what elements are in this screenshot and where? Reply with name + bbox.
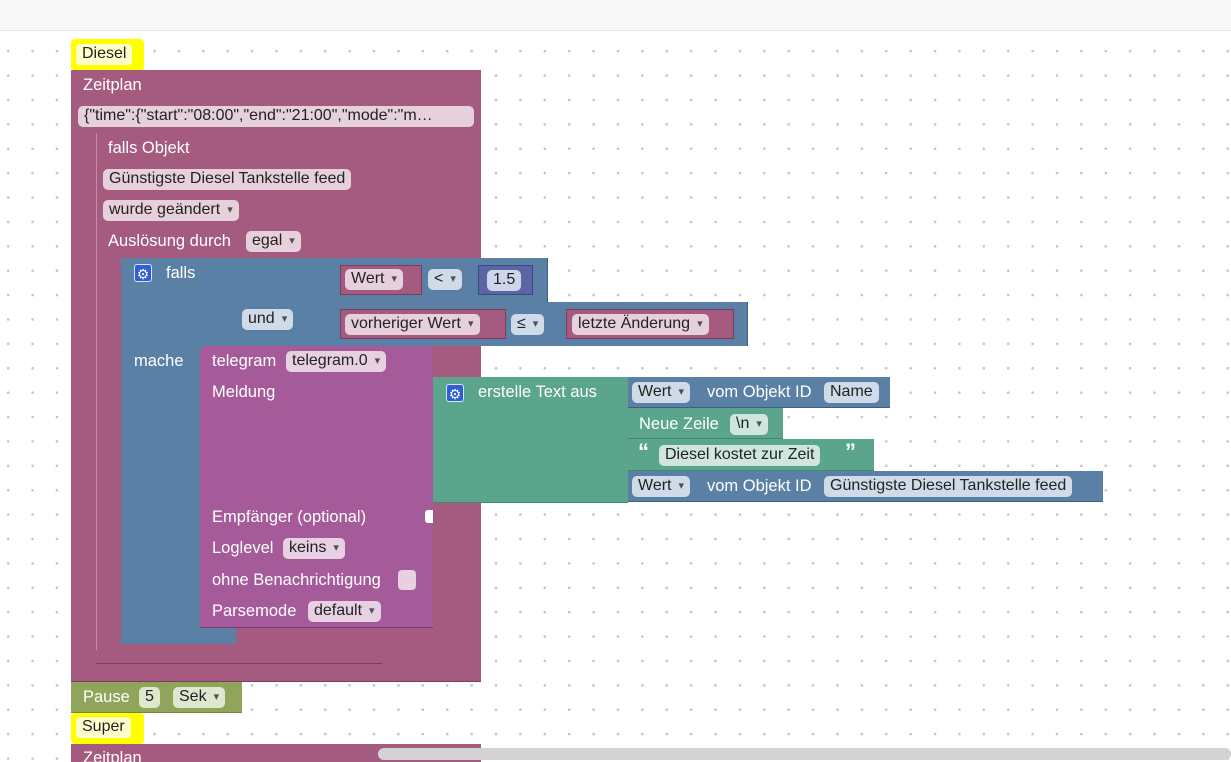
number-value-field[interactable]: 1.5 — [487, 270, 522, 291]
text-join-block[interactable] — [433, 377, 628, 503]
trigger-condition-dropdown[interactable]: wurde geändert — [103, 200, 239, 221]
silent-checkbox[interactable] — [398, 570, 416, 590]
telegram-instance-dropdown[interactable]: telegram.0 — [286, 351, 387, 372]
telegram-loglevel-label: Loglevel — [212, 539, 274, 557]
trigger-object-field[interactable]: Günstigste Diesel Tankstelle feed — [103, 169, 352, 190]
object-id-field-1[interactable]: Name — [824, 382, 879, 403]
schedule-block-bottom — [71, 668, 481, 682]
pause-unit-dropdown[interactable]: Sek — [173, 687, 226, 708]
newline-label: Neue Zeile — [639, 415, 719, 433]
if-block-bottom — [121, 628, 236, 644]
pause-value-field[interactable]: 5 — [139, 687, 160, 708]
schedule-value-field[interactable]: {"time":{"start":"08:00","end":"21:00","… — [78, 106, 474, 127]
text-literal-field[interactable]: Diesel kostet zur Zeit — [659, 445, 821, 466]
open-quote-icon: “ — [638, 439, 649, 464]
gear-icon[interactable]: ⚙ — [446, 384, 464, 402]
blockly-workspace[interactable]: Diesel Zeitplan {"time":{"start":"08:00"… — [0, 31, 1231, 762]
trigger-source-dropdown[interactable]: egal — [246, 231, 301, 252]
value-property-dropdown-3[interactable]: Wert — [632, 476, 691, 497]
telegram-recipient-label: Empfänger (optional) — [212, 508, 367, 526]
and-operator-dropdown[interactable]: und — [242, 309, 294, 330]
telegram-label: telegram — [212, 352, 277, 370]
newline-dropdown[interactable]: \n — [730, 414, 768, 435]
comment-text-super[interactable]: Super — [76, 717, 131, 738]
telegram-silent-label: ohne Benachrichtigung — [212, 571, 381, 589]
telegram-parsemode-label: Parsemode — [212, 602, 297, 620]
object-id-label-2: vom Objekt ID — [707, 477, 812, 495]
if-block-header-extension — [121, 258, 321, 346]
last-change-dropdown[interactable]: letzte Änderung — [572, 314, 709, 335]
loglevel-dropdown[interactable]: keins — [283, 538, 345, 559]
compare-operator-dropdown-2[interactable]: ≤ — [511, 314, 545, 335]
schedule2-label: Zeitplan — [83, 749, 142, 762]
close-quote-icon: ” — [845, 439, 856, 464]
horizontal-scrollbar[interactable] — [378, 748, 1231, 760]
trigger-source-label: Auslösung durch — [108, 232, 231, 250]
compare-operator-dropdown-1[interactable]: < — [428, 269, 462, 290]
recipient-input-socket[interactable] — [425, 510, 433, 523]
top-toolbar — [0, 0, 1231, 31]
object-id-field-2[interactable]: Günstigste Diesel Tankstelle feed — [824, 476, 1073, 497]
previous-value-dropdown[interactable]: vorheriger Wert — [345, 314, 480, 335]
comment-text-diesel[interactable]: Diesel — [76, 44, 133, 65]
object-id-label-1: vom Objekt ID — [707, 383, 812, 401]
value-property-dropdown-1[interactable]: Wert — [345, 269, 404, 290]
schedule-label: Zeitplan — [83, 76, 142, 94]
trigger-block-bottom — [96, 650, 382, 664]
gear-icon[interactable]: ⚙ — [134, 264, 152, 282]
text-join-label: erstelle Text aus — [478, 383, 597, 401]
trigger-label: falls Objekt — [108, 139, 190, 157]
if-label: falls — [166, 264, 196, 282]
parsemode-dropdown[interactable]: default — [308, 601, 381, 622]
pause-label: Pause — [83, 688, 130, 706]
if-do-label: mache — [134, 352, 184, 370]
value-property-dropdown-2[interactable]: Wert — [632, 382, 691, 403]
telegram-block[interactable] — [200, 346, 433, 628]
if-and-label: und — [242, 308, 294, 330]
telegram-message-label: Meldung — [212, 383, 276, 401]
